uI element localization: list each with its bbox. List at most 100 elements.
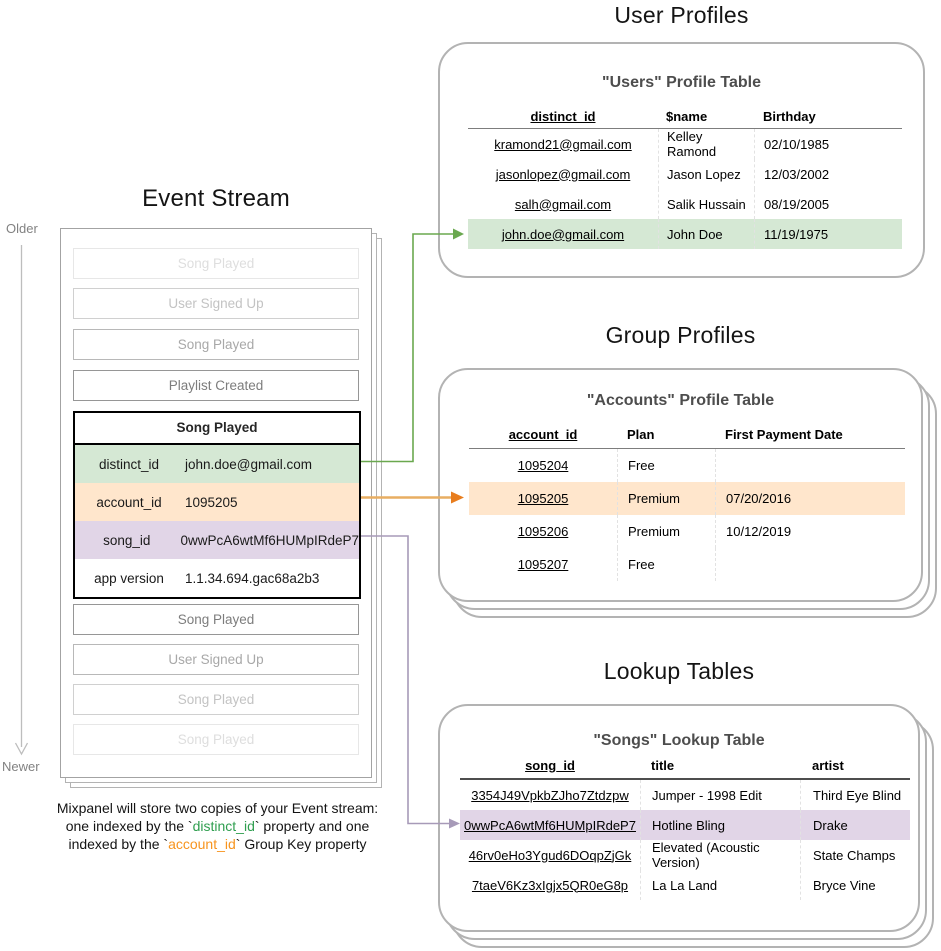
table-row: 46rv0eHo3Ygud6DOqpZjGk Elevated (Acousti… [460, 840, 910, 870]
header-rule [469, 448, 905, 449]
cell: Kelley Ramond [667, 129, 717, 159]
table-row-highlighted: 1095205 Premium 07/20/2016 [469, 482, 905, 515]
table-row-highlighted: john.doe@gmail.com John Doe 11/19/1975 [468, 219, 902, 249]
cell: Elevated (Acoustic Version) [652, 840, 760, 870]
cell: 46rv0eHo3Ygud6DOqpZjGk [468, 847, 632, 863]
detail-row-app-version: app version 1.1.34.694.gac68a2b3 [75, 559, 359, 597]
detail-row-account-id: account_id 1095205 [75, 483, 359, 521]
cell: State Champs [813, 847, 896, 863]
cell: Jason Lopez [667, 166, 741, 182]
header-rule [460, 778, 910, 780]
table-row: salh@gmail.com Salik Hussain 08/19/2005 [468, 189, 902, 219]
table-row: 1095206 Premium 10/12/2019 [469, 515, 905, 548]
cell: salh@gmail.com [514, 196, 612, 212]
detail-row-distinct-id: distinct_id john.doe@gmail.com [75, 445, 359, 483]
songs-lookup-card: "Songs" Lookup Table song_id title artis… [438, 704, 920, 932]
users-profile-card: "Users" Profile Table distinct_id $name … [438, 42, 925, 278]
cell: 07/20/2016 [726, 491, 792, 506]
cell: 12/03/2002 [764, 166, 830, 182]
cell: Jumper - 1998 Edit [652, 787, 762, 803]
event-box-song-played: Song Played [73, 684, 359, 715]
event-detail-title: Song Played [75, 413, 359, 445]
property-key: song_id [103, 532, 151, 548]
table-row: kramond21@gmail.com Kelley Ramond 02/10/… [468, 129, 902, 159]
user-profiles-title: User Profiles [614, 2, 749, 28]
cell: 10/12/2019 [726, 524, 792, 539]
table-header-row: song_id title artist [460, 752, 910, 778]
event-stream-title: Event Stream [142, 185, 290, 212]
detail-row-song-id: song_id 0wwPcA6wtMf6HUMpIRdeP7 [75, 521, 359, 559]
cell: Drake [813, 817, 848, 833]
songs-table-title: "Songs" Lookup Table [593, 732, 765, 749]
event-box-user-signed-up: User Signed Up [73, 644, 359, 675]
users-table: distinct_id $name Birthday kramond21@gma… [468, 104, 902, 249]
group-profiles-title: Group Profiles [605, 322, 756, 348]
cell: kramond21@gmail.com [494, 136, 632, 152]
event-box-playlist-created: Playlist Created [73, 370, 359, 401]
distinct-id-code: distinct_id [192, 818, 255, 834]
cell: Third Eye Blind [813, 787, 902, 803]
older-label: Older [6, 221, 38, 236]
cell: 11/19/1975 [764, 226, 829, 242]
table-row: 3354J49VpkbZJho7Ztdzpw Jumper - 1998 Edi… [460, 780, 910, 810]
table-row: 1095204 Free [469, 449, 905, 482]
cell: La La Land [652, 877, 718, 893]
cell: Free [628, 557, 655, 572]
cell: 1095205 [517, 491, 569, 506]
cell: 1095204 [517, 458, 569, 473]
cell: Salik Hussain [667, 196, 746, 212]
lookup-tables-title: Lookup Tables [603, 658, 755, 684]
property-key: distinct_id [98, 456, 160, 472]
table-row: 7taeV6Kz3xIgjx5QR0eG8p La La Land Bryce … [460, 870, 910, 900]
column-header: artist [812, 757, 844, 773]
accounts-table: account_id Plan First Payment Date 10952… [469, 420, 905, 581]
cell: 02/10/1985 [764, 136, 830, 152]
caption-line2: one indexed by the `distinct_id` propert… [65, 818, 370, 834]
column-header: Birthday [763, 108, 816, 124]
cell: 1095206 [517, 524, 569, 539]
newer-label: Newer [2, 759, 40, 774]
cell: 3354J49VpkbZJho7Ztdzpw [471, 787, 629, 803]
table-row: 1095207 Free [469, 548, 905, 581]
event-box-song-played: Song Played [73, 604, 359, 635]
event-detail-card: Song Played distinct_id john.doe@gmail.c… [73, 411, 361, 599]
property-value: 0wwPcA6wtMf6HUMpIRdeP7 [180, 532, 359, 548]
cell: 08/19/2005 [764, 196, 830, 212]
cell: Free [628, 458, 655, 473]
accounts-profile-card: "Accounts" Profile Table account_id Plan… [438, 368, 923, 602]
songs-table: song_id title artist 3354J49VpkbZJho7Ztd… [460, 752, 910, 900]
cell: John Doe [667, 226, 723, 242]
table-row: jasonlopez@gmail.com Jason Lopez 12/03/2… [468, 159, 902, 189]
column-header: title [651, 757, 675, 773]
column-header: First Payment Date [725, 426, 843, 442]
cell: 0wwPcA6wtMf6HUMpIRdeP7 [464, 817, 636, 833]
cell: john.doe@gmail.com [501, 226, 625, 242]
table-row-highlighted: 0wwPcA6wtMf6HUMpIRdeP7 Hotline Bling Dra… [460, 810, 910, 840]
event-box-user-signed-up: User Signed Up [73, 288, 359, 319]
newer-arrowhead-icon [14, 742, 29, 756]
account-id-code: account_id [168, 836, 236, 852]
table-header-row: distinct_id $name Birthday [468, 104, 902, 128]
property-key: account_id [96, 494, 162, 510]
column-header: song_id [525, 757, 575, 773]
column-header: distinct_id [530, 108, 596, 124]
cell: Premium [628, 491, 681, 506]
column-header: $name [666, 108, 708, 124]
cell: Premium [628, 524, 681, 539]
cell: 7taeV6Kz3xIgjx5QR0eG8p [471, 877, 629, 893]
diagram-caption: Mixpanel will store two copies of your E… [20, 799, 415, 853]
property-value: john.doe@gmail.com [185, 456, 313, 472]
column-header: Plan [627, 426, 655, 442]
event-box-song-played: Song Played [73, 248, 359, 279]
cell: Bryce Vine [813, 877, 876, 893]
table-header-row: account_id Plan First Payment Date [469, 420, 905, 448]
property-value: 1095205 [185, 494, 238, 510]
event-box-song-played: Song Played [73, 724, 359, 755]
cell: jasonlopez@gmail.com [495, 166, 631, 182]
caption-line1: Mixpanel will store two copies of your E… [56, 800, 379, 816]
users-table-title: "Users" Profile Table [602, 74, 761, 91]
property-key: app version [94, 570, 164, 586]
caption-line3: indexed by the `account_id` Group Key pr… [68, 836, 367, 852]
column-header: account_id [508, 426, 578, 442]
